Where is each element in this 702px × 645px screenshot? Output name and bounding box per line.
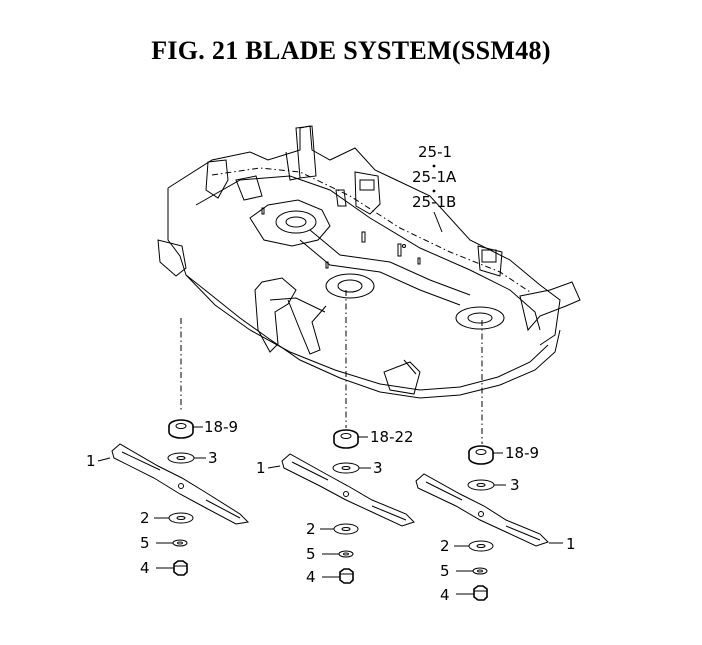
blade-1-left	[111, 443, 250, 525]
label-mid-2: 2	[306, 520, 316, 538]
nut-4-middle	[339, 568, 354, 584]
label-right-5: 5	[440, 562, 450, 580]
label-left-5: 5	[140, 534, 150, 552]
dot-marker	[432, 189, 436, 193]
label-left-1: 1	[86, 452, 96, 470]
label-right-18: 18-9	[505, 444, 539, 462]
label-right-1: 1	[566, 535, 576, 553]
lockwasher-5-middle	[338, 550, 354, 558]
label-mid-1: 1	[256, 459, 266, 477]
figure-title: FIG. 21 BLADE SYSTEM(SSM48)	[151, 36, 551, 65]
dot-marker	[432, 164, 436, 168]
label-left-3: 3	[208, 449, 218, 467]
washer-2-left	[168, 512, 194, 524]
label-25-1: 25-1	[418, 143, 452, 161]
label-mid-4: 4	[306, 568, 316, 586]
lockwasher-5-left	[172, 539, 188, 547]
mower-deck	[157, 125, 581, 399]
blade-assembly-left: 18-9 3 1 2 5	[86, 418, 250, 577]
nut-4-left	[173, 560, 188, 576]
washer-3-right	[467, 479, 495, 491]
label-left-4: 4	[140, 559, 150, 577]
label-right-4: 4	[440, 586, 450, 604]
nut-4-right	[473, 585, 488, 601]
label-25-1a: 25-1A	[412, 168, 457, 186]
blade-1-right	[415, 473, 549, 547]
label-25-1b: 25-1B	[412, 193, 456, 211]
washer-3-left	[167, 452, 195, 464]
lockwasher-5-right	[472, 567, 488, 575]
blade-1-middle	[281, 453, 415, 527]
blade-assembly-middle: 18-22 3 1 2 5	[256, 428, 415, 586]
washer-3-middle	[332, 462, 360, 474]
blade-assembly-right: 18-9 3 1 2 5	[415, 444, 576, 604]
label-right-3: 3	[510, 476, 520, 494]
washer-2-middle	[333, 523, 359, 535]
washer-2-right	[468, 540, 494, 552]
label-left-18: 18-9	[204, 418, 238, 436]
label-mid-18: 18-22	[370, 428, 414, 446]
label-mid-5: 5	[306, 545, 316, 563]
label-right-2: 2	[440, 537, 450, 555]
label-left-2: 2	[140, 509, 150, 527]
leader-25	[433, 211, 443, 233]
label-mid-3: 3	[373, 459, 383, 477]
